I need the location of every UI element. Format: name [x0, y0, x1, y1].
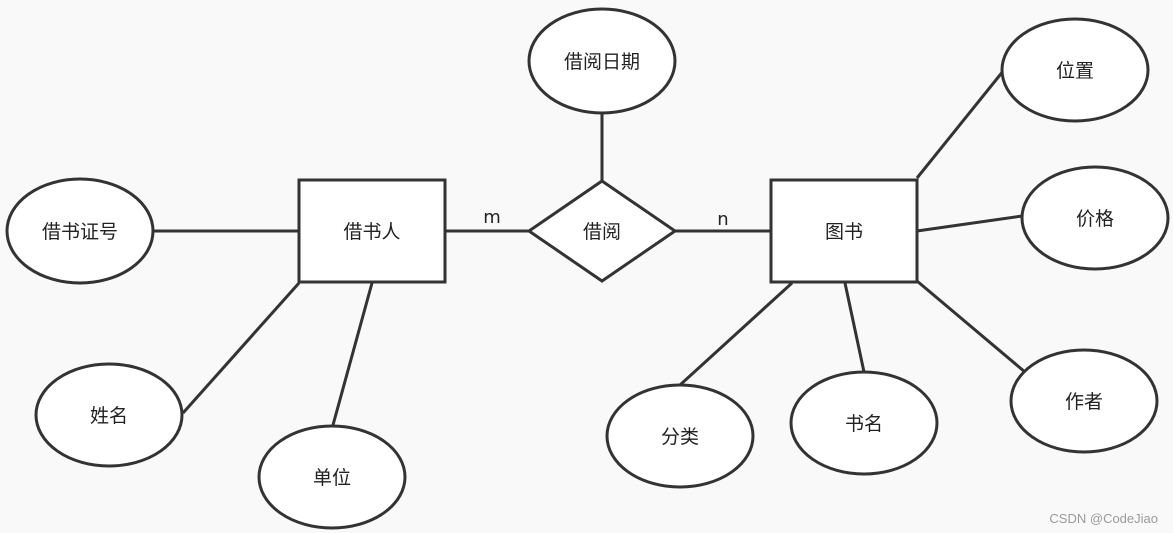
attribute-title: 书名 — [789, 370, 939, 476]
attribute-price: 价格 — [1020, 165, 1170, 271]
attribute-unit: 单位 — [257, 424, 407, 530]
edge-borrower-unit — [331, 282, 374, 426]
entity-borrower-label: 借书人 — [343, 221, 400, 243]
relationship-borrow: 借阅 — [526, 179, 678, 283]
entity-borrower: 借书人 — [297, 178, 447, 284]
edge-book-title — [843, 282, 866, 373]
attribute-unit-label: 单位 — [313, 467, 351, 489]
edge-book-category — [678, 281, 794, 387]
attribute-author-label: 作者 — [1065, 391, 1103, 413]
attribute-card-no-label: 借书证号 — [42, 221, 118, 243]
cardinality-m: m — [483, 207, 501, 228]
cardinality-n: n — [717, 209, 728, 230]
attribute-title-label: 书名 — [845, 413, 883, 435]
watermark: CSDN @CodeJiao — [1049, 511, 1158, 526]
entity-book-label: 图书 — [825, 221, 863, 243]
edges — [154, 69, 1026, 426]
attribute-category-label: 分类 — [661, 426, 699, 448]
edge-book-location — [915, 69, 1006, 179]
attribute-name: 姓名 — [34, 362, 184, 468]
edge-borrower-name — [181, 282, 301, 414]
entity-book: 图书 — [769, 178, 919, 284]
attribute-category: 分类 — [605, 383, 755, 489]
edge-book-price — [916, 214, 1023, 233]
attribute-author: 作者 — [1009, 348, 1159, 454]
attribute-name-label: 姓名 — [90, 405, 128, 427]
attribute-card-no: 借书证号 — [5, 177, 155, 285]
attribute-price-label: 价格 — [1076, 208, 1114, 230]
edge-book-author — [916, 279, 1026, 374]
attribute-location: 位置 — [1000, 17, 1150, 123]
relationship-label: 借阅 — [583, 221, 621, 243]
attribute-location-label: 位置 — [1056, 60, 1094, 82]
attribute-borrow-date-label: 借阅日期 — [564, 51, 640, 73]
attribute-borrow-date: 借阅日期 — [527, 7, 677, 115]
